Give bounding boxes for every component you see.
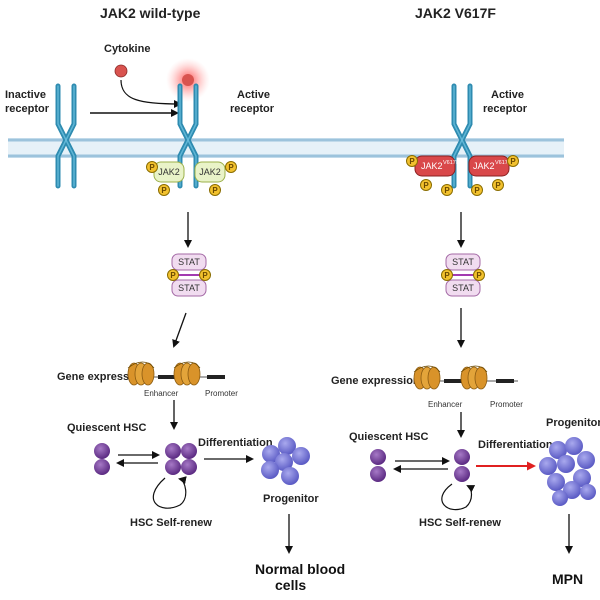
promoter-label-mutant: Promoter: [490, 400, 523, 409]
gene-expression-label-mutant: Gene expression: [331, 375, 420, 387]
jak2-mutant-right: [468, 155, 510, 177]
dna-wt: [127, 361, 225, 386]
jak2-wt-right-label: JAK2: [199, 167, 221, 177]
dna-mutant: [413, 365, 518, 390]
inactive-receptor-label-2: receptor: [5, 103, 50, 115]
normal-blood-cells-label-1: Normal blood: [255, 561, 345, 577]
cytokine-binding-arrow: [120, 79, 182, 108]
hsc-self-renew-label-mutant: HSC Self-renew: [419, 517, 501, 529]
active-receptor-mutant-label-1: Active: [491, 89, 524, 101]
enhancer-label-wt: Enhancer: [144, 389, 179, 398]
progenitor-cluster-mutant: [539, 437, 596, 506]
svg-text:STAT: STAT: [178, 257, 200, 267]
jak2-mutant-left-label: JAK2: [421, 161, 443, 171]
jak2-mutant-left-sup: V617F: [443, 160, 460, 166]
inactive-receptor-icon: [58, 86, 74, 186]
cell-membrane: [8, 138, 564, 158]
svg-text:STAT: STAT: [452, 257, 474, 267]
svg-text:P: P: [510, 157, 516, 166]
svg-text:P: P: [444, 271, 450, 280]
promoter-label-wt: Promoter: [205, 389, 238, 398]
gene-expression-label-wt: Gene expression: [57, 371, 146, 383]
quiescent-hsc-label-mutant: Quiescent HSC: [349, 431, 429, 443]
svg-text:P: P: [495, 181, 501, 190]
jak2-mutant-right-sup: V617F: [495, 160, 512, 166]
active-receptor-mutant-icon: [454, 86, 470, 186]
jak2-wt-right: [194, 161, 226, 183]
enhancer-label-mutant: Enhancer: [428, 400, 463, 409]
cytokine-icon: [114, 64, 128, 78]
hsc-self-renew-label-wt: HSC Self-renew: [130, 517, 212, 529]
svg-text:P: P: [409, 157, 415, 166]
progenitor-label-wt: Progenitor: [263, 493, 319, 505]
svg-text:P: P: [444, 186, 450, 195]
differentiation-label-wt: Differentiation: [198, 437, 273, 449]
svg-text:P: P: [212, 186, 218, 195]
title-v617f: JAK2 V617F: [415, 5, 496, 21]
self-renew-loop-wt: [152, 476, 187, 509]
svg-text:P: P: [476, 271, 482, 280]
svg-text:P: P: [161, 186, 167, 195]
active-receptor-mutant-label-2: receptor: [483, 103, 528, 115]
quiescent-hsc-mutant: [370, 449, 386, 482]
normal-blood-cells-label-2: cells: [275, 577, 306, 593]
svg-text:P: P: [202, 271, 208, 280]
svg-text:P: P: [423, 181, 429, 190]
svg-text:STAT: STAT: [178, 283, 200, 293]
mpn-label: MPN: [552, 571, 583, 587]
active-receptor-wt-label-1: Active: [237, 89, 270, 101]
stat-dimer-wt: STAT STAT P P: [167, 253, 211, 297]
quiescent-hsc-wt: [94, 443, 110, 475]
active-hsc-wt: [165, 443, 197, 475]
svg-text:P: P: [228, 163, 234, 172]
svg-text:STAT: STAT: [452, 283, 474, 293]
svg-text:P: P: [149, 163, 155, 172]
progenitor-label-mutant: Progenitor: [546, 417, 600, 429]
jak2-mutant-right-label: JAK2: [473, 161, 495, 171]
progenitor-cluster-wt: [261, 437, 310, 485]
active-hsc-mutant: [454, 449, 470, 482]
jak2-wt-left-label: JAK2: [158, 167, 180, 177]
stat-dimer-mutant: STAT STAT P P: [441, 253, 485, 297]
differentiation-label-mutant: Differentiation: [478, 439, 553, 451]
phospho-group-mutant: P P P P P P: [406, 155, 519, 196]
arrow-to-gene-wt: [172, 312, 187, 348]
quiescent-hsc-label-wt: Quiescent HSC: [67, 422, 147, 434]
svg-text:P: P: [474, 186, 480, 195]
cytokine-label: Cytokine: [104, 43, 150, 55]
bound-cytokine-icon: [182, 74, 194, 86]
self-renew-loop-mutant: [441, 483, 476, 511]
title-wild-type: JAK2 wild-type: [100, 5, 201, 21]
svg-text:P: P: [170, 271, 176, 280]
active-receptor-wt-label-2: receptor: [230, 103, 275, 115]
inactive-receptor-label-1: Inactive: [5, 89, 46, 101]
phospho-group-wt: P P P P: [146, 161, 237, 196]
